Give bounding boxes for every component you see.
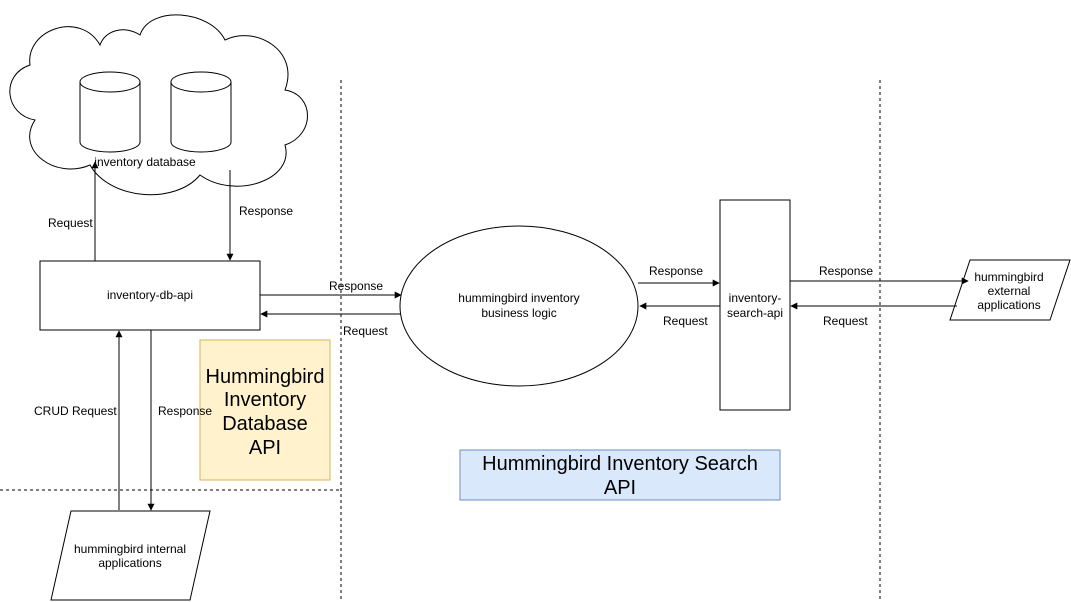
database-api-zone-line4: API <box>249 437 281 459</box>
database-icon <box>79 71 141 153</box>
inventory-db-api-node: inventory-db-api <box>39 260 261 331</box>
database-api-zone-line2: Inventory <box>224 389 306 411</box>
edge-db-to-dbapi: Response <box>226 170 293 261</box>
internal-applications-node: hummingbird internal applications <box>50 510 211 601</box>
external-applications-label-line2: external <box>988 284 1031 298</box>
edge-dbapi-to-logic: Response <box>260 279 402 299</box>
edge-label-external-to-searchapi: Request <box>823 314 868 328</box>
business-logic-label-line1: hummingbird inventory <box>458 291 579 305</box>
inventory-search-api-box <box>719 199 791 411</box>
business-logic-shape <box>399 225 639 387</box>
edge-dbapi-to-internal: Response <box>147 330 212 511</box>
edge-logic-to-dbapi: Request <box>260 310 401 338</box>
edge-label-logic-to-searchapi: Response <box>649 264 703 278</box>
inventory-search-api-label-line1: inventory- <box>729 291 782 305</box>
inventory-db-api-box <box>39 260 261 331</box>
internal-applications-label-line1: hummingbird internal <box>74 542 186 556</box>
inventory-database-label: inventory database <box>94 155 196 169</box>
edge-label-dbapi-to-db: Request <box>48 216 93 230</box>
external-applications-node: hummingbird external applications <box>949 259 1071 321</box>
cloud-shape <box>9 14 308 196</box>
edge-label-internal-to-dbapi: CRUD Request <box>34 404 117 418</box>
business-logic-label-line2: business logic <box>481 306 556 320</box>
edge-label-searchapi-to-logic: Request <box>663 314 708 328</box>
inventory-db-api-label: inventory-db-api <box>107 288 193 302</box>
internal-applications-shape <box>50 510 211 601</box>
edge-external-to-searchapi: Request <box>790 302 957 328</box>
database-icon <box>170 71 232 153</box>
edge-searchapi-to-logic: Request <box>639 302 720 328</box>
external-applications-shape <box>949 259 1071 321</box>
edge-label-db-to-dbapi: Response <box>239 204 293 218</box>
search-api-zone-line1: Hummingbird Inventory Search <box>482 453 758 475</box>
business-logic-node: hummingbird inventory business logic <box>399 225 639 387</box>
edge-label-searchapi-to-external: Response <box>819 264 873 278</box>
edge-internal-to-dbapi: CRUD Request <box>34 330 123 510</box>
inventory-search-api-node: inventory- search-api <box>719 199 791 411</box>
edge-dbapi-to-db: Request <box>48 161 99 261</box>
database-api-zone-line1: Hummingbird <box>206 366 325 388</box>
external-applications-label-line3: applications <box>977 298 1040 312</box>
database-api-zone-line3: Database <box>222 413 308 435</box>
edge-logic-to-searchapi: Response <box>638 264 720 287</box>
database-api-zone-box <box>199 339 331 481</box>
edge-label-dbapi-to-internal: Response <box>158 404 212 418</box>
search-api-zone-box <box>459 449 781 501</box>
edge-label-logic-to-dbapi: Request <box>343 324 388 338</box>
database-api-zone: Hummingbird Inventory Database API <box>199 339 331 481</box>
inventory-database-node: inventory database <box>9 14 308 196</box>
internal-applications-label-line2: applications <box>98 556 161 570</box>
edge-label-dbapi-to-logic: Response <box>329 279 383 293</box>
edge-searchapi-to-external: Response <box>790 264 969 285</box>
external-applications-label-line1: hummingbird <box>974 270 1043 284</box>
search-api-zone: Hummingbird Inventory Search API <box>459 449 781 501</box>
search-api-zone-line2: API <box>604 477 636 499</box>
inventory-search-api-label-line2: search-api <box>727 306 783 320</box>
